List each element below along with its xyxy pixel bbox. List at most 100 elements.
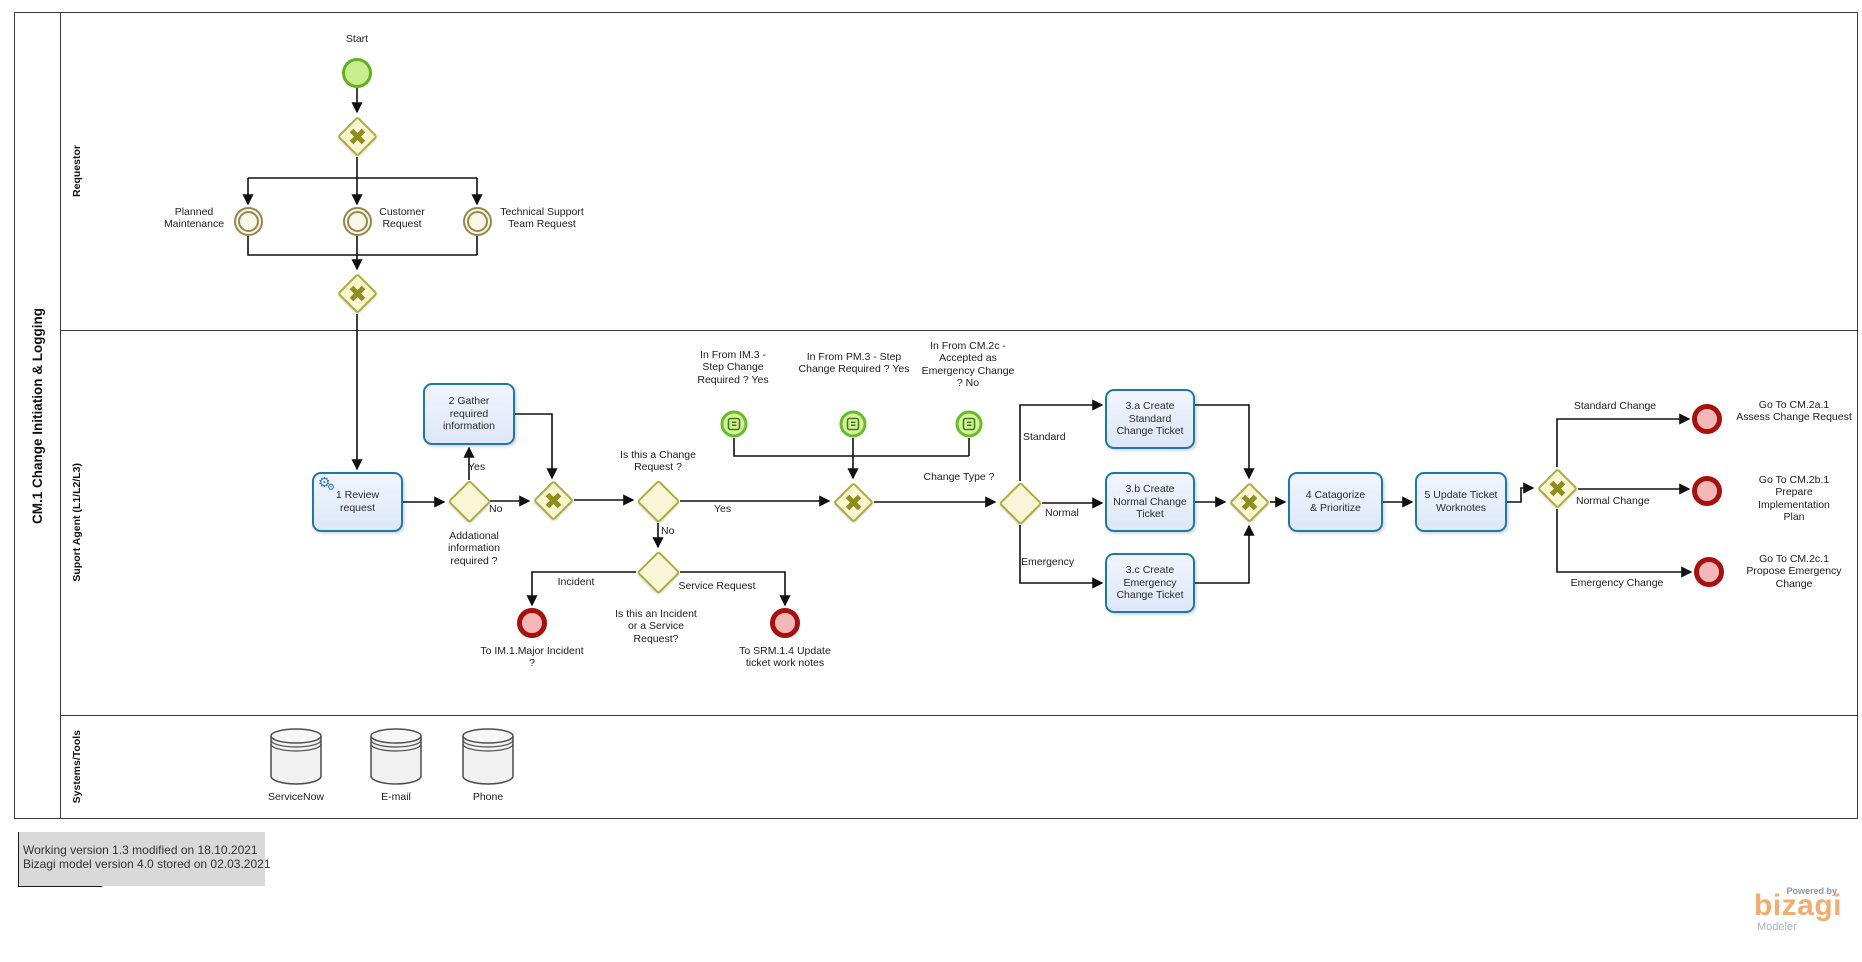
intermediate-event-ring-icon	[347, 211, 368, 232]
task-create-normal-ticket-label: 3.b Create Normal Change Ticket	[1113, 482, 1187, 521]
exclusive-gateway-merge[interactable]	[336, 272, 378, 314]
decision-change-type[interactable]	[998, 481, 1042, 525]
pool-border	[14, 12, 1858, 819]
gear-icon: ⚙	[327, 482, 336, 492]
gateway-x-icon	[1228, 481, 1270, 523]
decision-additional-info[interactable]	[447, 479, 491, 523]
task-categorize-prioritize[interactable]: 4 Catagorize & Prioritize	[1288, 472, 1383, 532]
task-update-worknotes-label: 5 Update Ticket Worknotes	[1424, 489, 1498, 514]
task-create-standard-ticket[interactable]: 3.a Create Standard Change Ticket	[1105, 389, 1195, 449]
question-change-type: Change Type ?	[923, 471, 995, 483]
conditional-event-from-pm3[interactable]	[839, 410, 867, 438]
question-incident-or-service: Is this an Incident or a Service Request…	[615, 608, 697, 645]
end-go-cm2a-label: Go To CM.2a.1 Assess Change Request	[1736, 399, 1852, 424]
flow-label-emergency-change: Emergency Change	[1570, 577, 1664, 589]
version-info-box	[18, 832, 265, 886]
flow-label-normal-change: Normal Change	[1576, 495, 1650, 507]
decision-change-request[interactable]	[636, 479, 680, 523]
lane-support-agent[interactable]: Suport Agent (L1/L2/L3)	[62, 330, 92, 715]
task-review-request-label: 1 Review request	[335, 489, 380, 514]
flow-label-emergency: Emergency	[1021, 556, 1075, 568]
database-cylinder-icon	[370, 728, 422, 744]
diamond-icon	[636, 479, 680, 523]
diamond-icon	[447, 479, 491, 523]
end-event-go-cm2c[interactable]	[1694, 557, 1724, 587]
flow-label-no: No	[489, 503, 503, 515]
task-gather-information[interactable]: 2 Gather required information	[423, 383, 515, 445]
conditional-event-from-im3[interactable]	[720, 410, 748, 438]
start-event[interactable]	[342, 58, 372, 88]
lane-support-agent-label: Suport Agent (L1/L2/L3)	[71, 463, 83, 582]
intermediate-event-ring-icon	[238, 211, 259, 232]
end-event-to-srm14[interactable]	[770, 608, 800, 638]
tech-support-label: Technical Support Team Request	[500, 206, 584, 231]
conditional-event-from-cm2c[interactable]	[955, 410, 983, 438]
servicenow-label: ServiceNow	[267, 791, 325, 803]
lane-divider-2	[60, 715, 1858, 716]
gateway-x-icon	[336, 115, 378, 157]
datastore-phone[interactable]	[460, 727, 516, 785]
task-create-emergency-ticket[interactable]: 3.c Create Emergency Change Ticket	[1105, 553, 1195, 613]
datastore-servicenow[interactable]	[268, 727, 324, 785]
database-cylinder-icon	[270, 728, 322, 744]
gateway-x-icon	[832, 481, 874, 523]
lane-requestor[interactable]: Requestor	[62, 12, 92, 330]
powered-by-label: Powered by	[1786, 886, 1837, 896]
end-go-cm2c-label: Go To CM.2c.1 Propose Emergency Change	[1746, 553, 1842, 590]
customer-request-label: Customer Request	[379, 206, 425, 231]
database-cylinder-icon	[462, 728, 514, 744]
gear-icon: ⚙	[318, 474, 331, 490]
link-from-im3-label: In From IM.3 - Step Change Required ? Ye…	[697, 349, 769, 386]
intermediate-event-ring-icon	[467, 211, 488, 232]
lane-divider-1	[60, 330, 1858, 331]
version-line-1: Working version 1.3 modified on 18.10.20…	[23, 843, 258, 857]
flow-label-no: No	[661, 525, 675, 537]
bizagi-modeler-label: Modeler	[1757, 921, 1797, 933]
version-info-text: Working version 1.3 modified on 18.10.20…	[23, 843, 271, 872]
end-go-cm2b-label: Go To CM.2b.1 Prepare Implementation Pla…	[1758, 474, 1830, 524]
version-line-2: Bizagi model version 4.0 stored on 02.03…	[23, 857, 271, 872]
conditional-event-icon	[727, 417, 741, 431]
intermediate-event-tech-support[interactable]	[463, 207, 492, 236]
conditional-event-icon	[846, 417, 860, 431]
end-event-go-cm2a[interactable]	[1692, 404, 1722, 434]
task-create-emergency-ticket-label: 3.c Create Emergency Change Ticket	[1116, 563, 1184, 602]
task-gather-information-label: 2 Gather required information	[443, 394, 495, 433]
exclusive-gateway-route-change[interactable]	[1536, 467, 1578, 509]
end-event-to-im1[interactable]	[517, 608, 547, 638]
start-event-label: Start	[345, 33, 369, 45]
task-create-standard-ticket-label: 3.a Create Standard Change Ticket	[1116, 399, 1184, 438]
question-additional-info: Addational information required ?	[448, 530, 500, 567]
bizagi-logo: bizagi	[1754, 889, 1843, 922]
flow-label-standard: Standard	[1023, 431, 1066, 443]
intermediate-event-customer-request[interactable]	[343, 207, 372, 236]
lane-systems-tools[interactable]: Systems/Tools	[62, 715, 92, 819]
exclusive-gateway-merge-links[interactable]	[832, 481, 874, 523]
exclusive-gateway-after-gather[interactable]	[532, 479, 574, 521]
pool-title: CM.1 Change Initiation & Logging	[29, 307, 45, 524]
gateway-x-icon	[336, 272, 378, 314]
conditional-event-icon	[962, 417, 976, 431]
flow-label-incident: Incident	[557, 576, 595, 588]
lane-systems-tools-label: Systems/Tools	[71, 730, 83, 804]
end-to-im1-label: To IM.1.Major Incident ?	[480, 645, 584, 670]
task-update-worknotes[interactable]: 5 Update Ticket Worknotes	[1415, 472, 1507, 532]
planned-maintenance-label: Planned Maintenance	[163, 206, 225, 231]
pool-header[interactable]: CM.1 Change Initiation & Logging	[14, 12, 60, 819]
intermediate-event-planned-maintenance[interactable]	[234, 207, 263, 236]
gateway-x-icon	[532, 479, 574, 521]
diamond-icon	[998, 481, 1042, 525]
exclusive-gateway-split[interactable]	[336, 115, 378, 157]
link-from-pm3-label: In From PM.3 - Step Change Required ? Ye…	[798, 351, 910, 376]
task-review-request[interactable]: ⚙ ⚙ 1 Review request	[312, 472, 403, 532]
end-event-go-cm2b[interactable]	[1692, 476, 1722, 506]
exclusive-gateway-merge-tickets[interactable]	[1228, 481, 1270, 523]
link-from-cm2c-label: In From CM.2c - Accepted as Emergency Ch…	[921, 340, 1015, 390]
flow-label-yes: Yes	[714, 503, 732, 515]
phone-label: Phone	[472, 791, 504, 803]
email-label: E-mail	[381, 791, 411, 803]
lane-requestor-label: Requestor	[71, 145, 83, 197]
task-create-normal-ticket[interactable]: 3.b Create Normal Change Ticket	[1105, 472, 1195, 532]
datastore-email[interactable]	[368, 727, 424, 785]
